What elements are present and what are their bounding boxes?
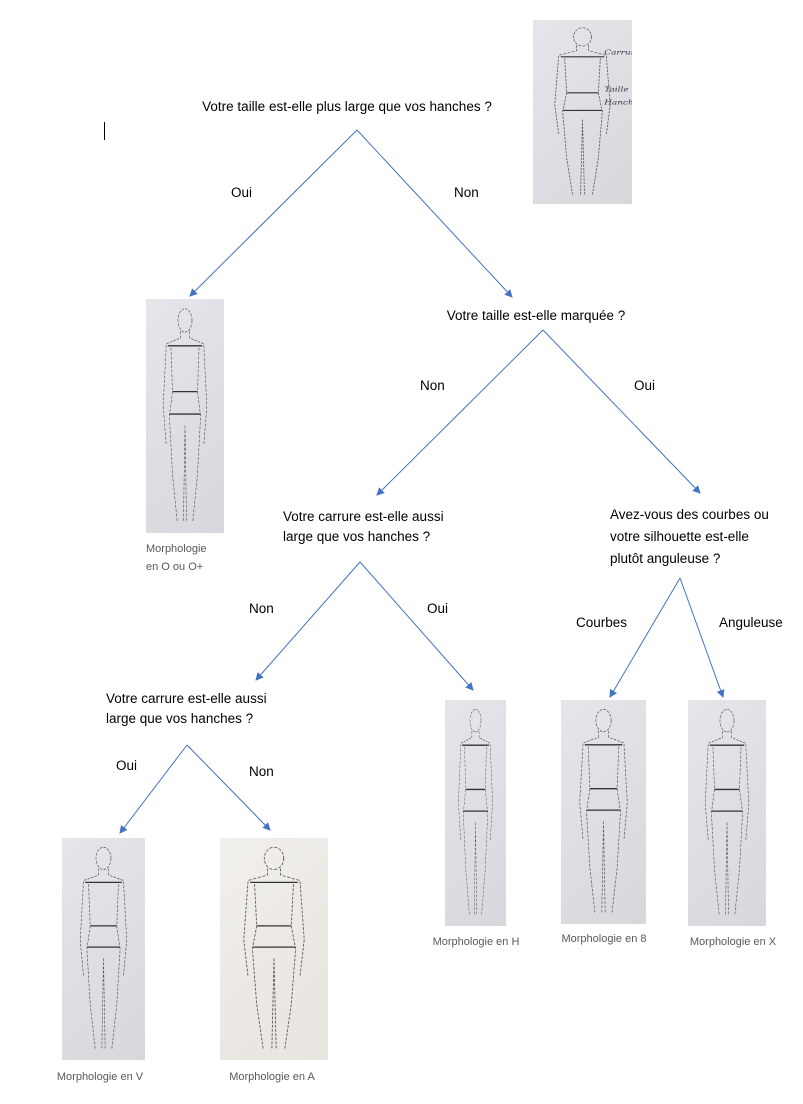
body-sketch-icon — [704, 709, 750, 915]
arrow-q4-angular — [679, 577, 725, 698]
reference-body-image: CarrureTailleHanches — [533, 20, 632, 204]
arrow-q1-yes — [189, 129, 358, 297]
question-2: Votre taille est-elle marquée ? — [446, 308, 626, 323]
body-sketch-icon — [579, 708, 628, 913]
result-caption-8: Morphologie en 8 — [561, 933, 647, 945]
arrow-q4-curves — [609, 577, 681, 698]
answer-q2-yes: Oui — [634, 378, 656, 393]
arrow-q5-yes — [119, 744, 188, 834]
body-sketch-icon — [458, 709, 493, 915]
arrow-q2-no — [376, 329, 544, 496]
result-image-v — [62, 838, 145, 1060]
result-caption-x: Morphologie en X — [689, 936, 777, 948]
question-1: Votre taille est-elle plus large que vos… — [202, 99, 492, 114]
svg-text:Taille: Taille — [604, 85, 629, 93]
arrow-q1-no — [356, 129, 513, 298]
result-image-a — [220, 838, 328, 1060]
result-image-o — [146, 299, 224, 533]
answer-q5-yes: Oui — [116, 758, 138, 773]
body-sketch-icon — [243, 846, 305, 1049]
result-caption-h: Morphologie en H — [432, 936, 520, 948]
svg-text:Hanches: Hanches — [603, 98, 632, 106]
answer-q3-no: Non — [249, 601, 274, 616]
answer-q2-no: Non — [420, 378, 445, 393]
answer-q1-no: Non — [454, 185, 479, 200]
answer-q4-curves: Courbes — [576, 615, 628, 630]
answer-q3-yes: Oui — [427, 601, 449, 616]
result-image-h — [445, 700, 506, 926]
body-sketch-icon — [79, 846, 128, 1049]
result-caption-a: Morphologie en A — [229, 1071, 315, 1083]
result-image-8 — [561, 700, 646, 924]
arrow-q3-yes — [359, 561, 474, 691]
body-sketch-icon: CarrureTailleHanches — [554, 27, 632, 195]
svg-text:Carrure: Carrure — [604, 48, 632, 56]
arrow-q5-no — [186, 744, 271, 831]
answer-q4-angular: Anguleuse — [719, 615, 783, 630]
answer-q5-no: Non — [249, 764, 274, 779]
arrow-q2-yes — [542, 329, 701, 494]
body-sketch-icon — [162, 308, 208, 522]
result-caption-v: Morphologie en V — [56, 1071, 144, 1083]
text-cursor — [104, 122, 105, 140]
arrow-q3-no — [255, 561, 361, 681]
result-image-x — [688, 700, 766, 926]
answer-q1-yes: Oui — [231, 185, 253, 200]
